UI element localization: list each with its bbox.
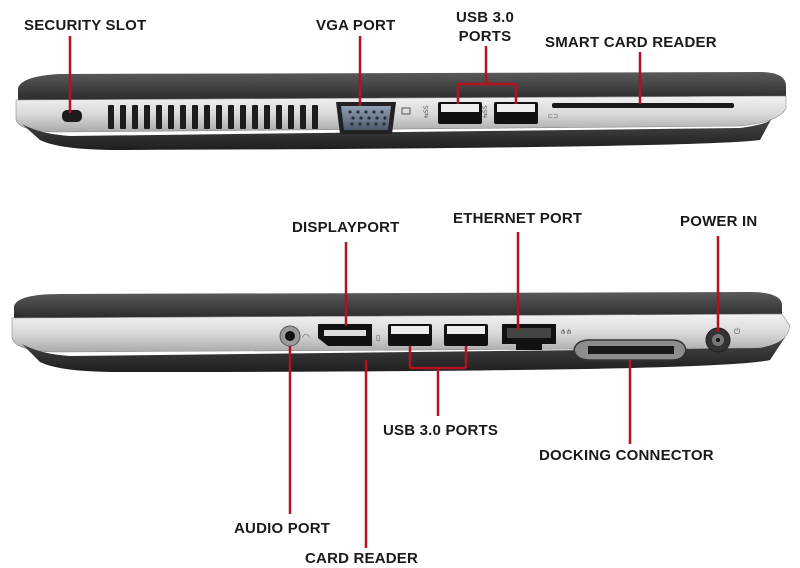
security-slot-label: SECURITY SLOT: [24, 17, 147, 34]
svg-text:▯: ▯: [376, 333, 380, 342]
displayport-icon: [318, 324, 372, 346]
docking-connector-label: DOCKING CONNECTOR: [539, 447, 714, 464]
laptop-left-side-view: ⇆SS ⇆SS ⊏⊐: [15, 72, 787, 150]
svg-text:⇆SS: ⇆SS: [482, 105, 489, 118]
svg-text:◠: ◠: [302, 333, 310, 343]
base-dark-bottom: [22, 336, 786, 372]
usb-port-icon: [494, 102, 538, 124]
security-slot-icon: [62, 110, 82, 122]
audio-port-label: AUDIO PORT: [234, 520, 331, 537]
svg-text:⊏⊐: ⊏⊐: [548, 113, 558, 120]
lid-top: [18, 72, 786, 100]
chassis-silver-top: [15, 95, 787, 133]
ethernet-port-icon: [502, 324, 556, 350]
docking-connector-icon: [573, 339, 687, 361]
vent-grille: [108, 105, 318, 129]
ethernet-port-label: ETHERNET PORT: [453, 210, 583, 227]
laptop-right-side-view: ◠ ▯ ⋔⋔ ⏻: [11, 292, 791, 372]
vga-symbol-icon: [401, 107, 411, 115]
vga-port-icon: [336, 102, 396, 134]
usb-ports-label-line2: PORTS: [458, 28, 512, 45]
card-reader-label: CARD READER: [305, 550, 419, 567]
vga-port-label: VGA PORT: [316, 17, 396, 34]
svg-text:⇆SS: ⇆SS: [423, 105, 430, 118]
top-leader-lines: [68, 36, 642, 113]
usb-ports-bottom-label: USB 3.0 PORTS: [383, 422, 499, 439]
usb-port-icon: [444, 324, 488, 346]
smart-card-reader-label: SMART CARD READER: [545, 34, 717, 51]
usb-port-icon: [438, 102, 482, 124]
usb-ports-label-line1: USB 3.0: [455, 9, 515, 26]
base-dark-top: [22, 118, 772, 150]
power-in-label: POWER IN: [680, 213, 758, 230]
lid-bottom: [14, 292, 782, 318]
displayport-label: DISPLAYPORT: [292, 219, 400, 236]
smart-card-slot-icon: [552, 103, 734, 108]
bottom-leader-lines: [288, 232, 720, 548]
svg-text:⏻: ⏻: [734, 327, 741, 336]
svg-text:⋔⋔: ⋔⋔: [560, 328, 572, 336]
usb-port-icon: [388, 324, 432, 346]
